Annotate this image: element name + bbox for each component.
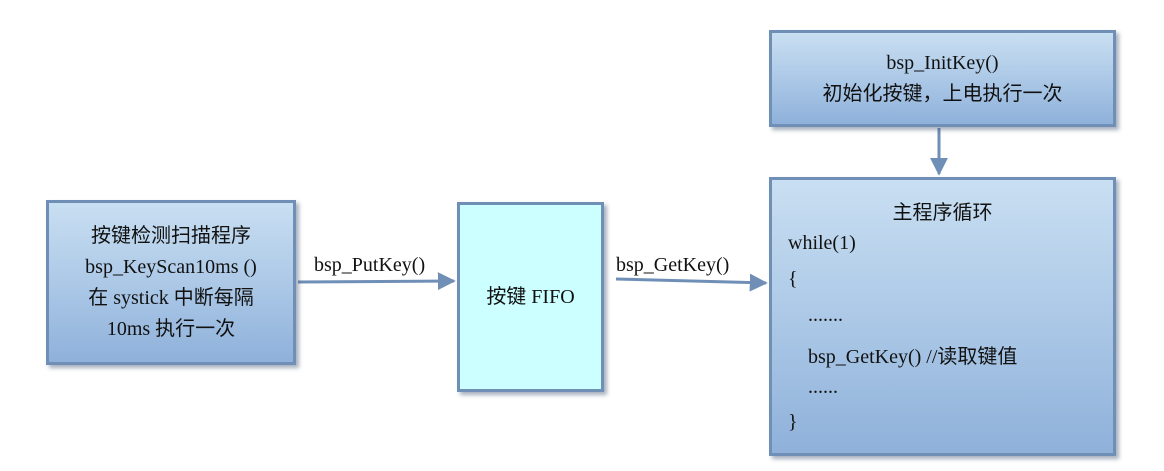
edge-label-putkey: bsp_PutKey() [314, 254, 426, 276]
key-fifo-box: 按键 FIFO [457, 202, 604, 392]
main-loop-code-line-6: } [788, 411, 798, 433]
main-loop-code-line-1: while(1) [788, 232, 856, 254]
key-scan-line-1: 按键检测扫描程序 [91, 224, 251, 247]
main-loop-box: 主程序循环 while(1) { ....... bsp_GetKey() //… [769, 177, 1116, 456]
init-key-box: bsp_InitKey() 初始化按键，上电执行一次 [769, 30, 1116, 127]
main-loop-code-line-4: bsp_GetKey() //读取键值 [788, 346, 1018, 368]
key-scan-box: 按键检测扫描程序 bsp_KeyScan10ms () 在 systick 中断… [46, 200, 296, 365]
main-loop-code-line-5: ...... [788, 376, 838, 398]
init-key-line-2: 初始化按键，上电执行一次 [822, 82, 1063, 105]
init-key-line-1: bsp_InitKey() [886, 51, 999, 74]
edge-label-getkey: bsp_GetKey() [616, 254, 730, 276]
arrow-getkey [615, 273, 768, 292]
key-scan-line-2: bsp_KeyScan10ms () [85, 255, 257, 278]
main-loop-title: 主程序循环 [892, 202, 993, 224]
key-scan-line-4: 10ms 执行一次 [106, 317, 236, 340]
main-loop-code-line-3: ....... [788, 304, 843, 326]
arrow-putkey [297, 272, 456, 291]
main-loop-code-line-2: { [788, 268, 798, 290]
key-fifo-label: 按键 FIFO [486, 285, 575, 308]
key-scan-line-3: 在 systick 中断每隔 [88, 286, 254, 309]
